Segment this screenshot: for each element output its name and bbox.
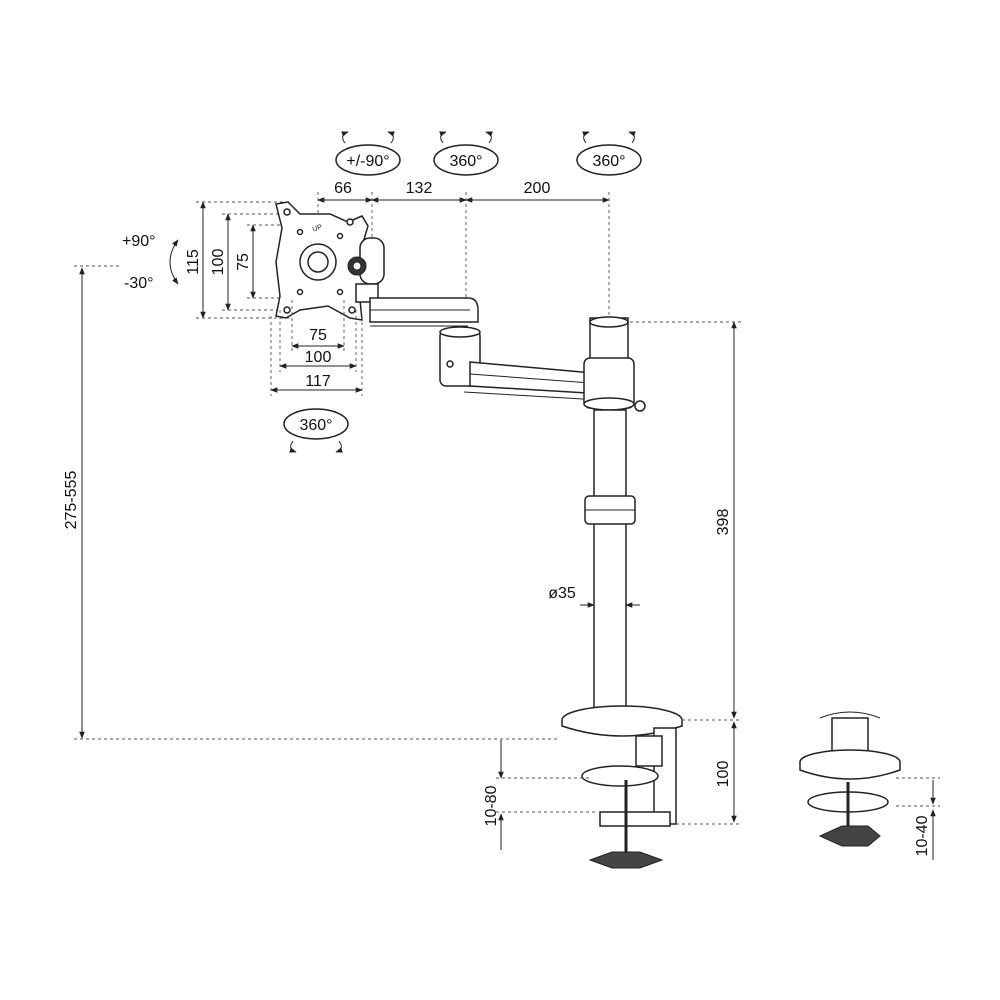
vesa-mount-plate: UP [275,201,369,321]
pole-diameter-dimension: ø35 [548,585,640,608]
height-range-label: 275-555 [63,471,80,530]
pole-assembly [583,316,646,715]
tilt-range-indicator: +90° -30° [122,233,179,292]
pole-height-label: 398 [715,509,732,536]
vesa-height-dimensions: 115 100 75 [185,201,290,319]
tilt-pivot-label: +/-90° [346,153,389,170]
grommet-range-label: 10-40 [914,815,931,856]
pole-rotation-label: 360° [592,153,625,170]
grommet-mount-detail [799,711,901,847]
elbow-rotation-label: 360° [449,153,482,170]
vesa-width-dimensions: 75 100 117 [270,300,363,396]
tilt-head [347,237,385,303]
vesa-mid-width-dim: 100 [305,349,332,366]
tilt-up-label: +90° [122,233,156,250]
arm-segment-3-dim: 200 [524,180,551,197]
clamp-height-label: 100 [715,761,732,788]
elbow-rotation-indicator: 360° [433,131,499,176]
plate-up-marking: UP [312,224,324,234]
arm-length-dimensions: 66 132 200 [317,180,610,320]
arm-segment-1-dim: 66 [334,180,352,197]
tilt-rotation-indicator: +/-90° [335,131,401,176]
vesa-inner-height-dim: 75 [235,253,252,271]
vesa-outer-width-dim: 117 [305,373,331,390]
vesa-outer-height-dim: 115 [185,249,202,275]
pole-diameter-label: ø35 [548,585,576,602]
pole-height-dimension: 398 [630,321,742,721]
arm-segment-1 [369,297,481,387]
head-swivel-label: 360° [299,417,332,434]
vesa-mid-height-dim: 100 [210,249,227,276]
clamp-range-label: 10-80 [483,785,500,826]
clamp-range-dimension: 10-80 [483,740,598,850]
desk-clamp [561,705,683,869]
height-range-dimension: 275-555 [63,265,560,740]
head-swivel-indicator: 360° [283,408,349,453]
vesa-inner-width-dim: 75 [309,327,327,344]
clamp-height-dimension: 100 [676,721,742,825]
arm-segment-2-dim: 132 [406,180,433,197]
pole-rotation-indicator: 360° [576,131,642,176]
tilt-down-label: -30° [124,275,154,292]
grommet-range-dimension: 10-40 [896,777,940,860]
